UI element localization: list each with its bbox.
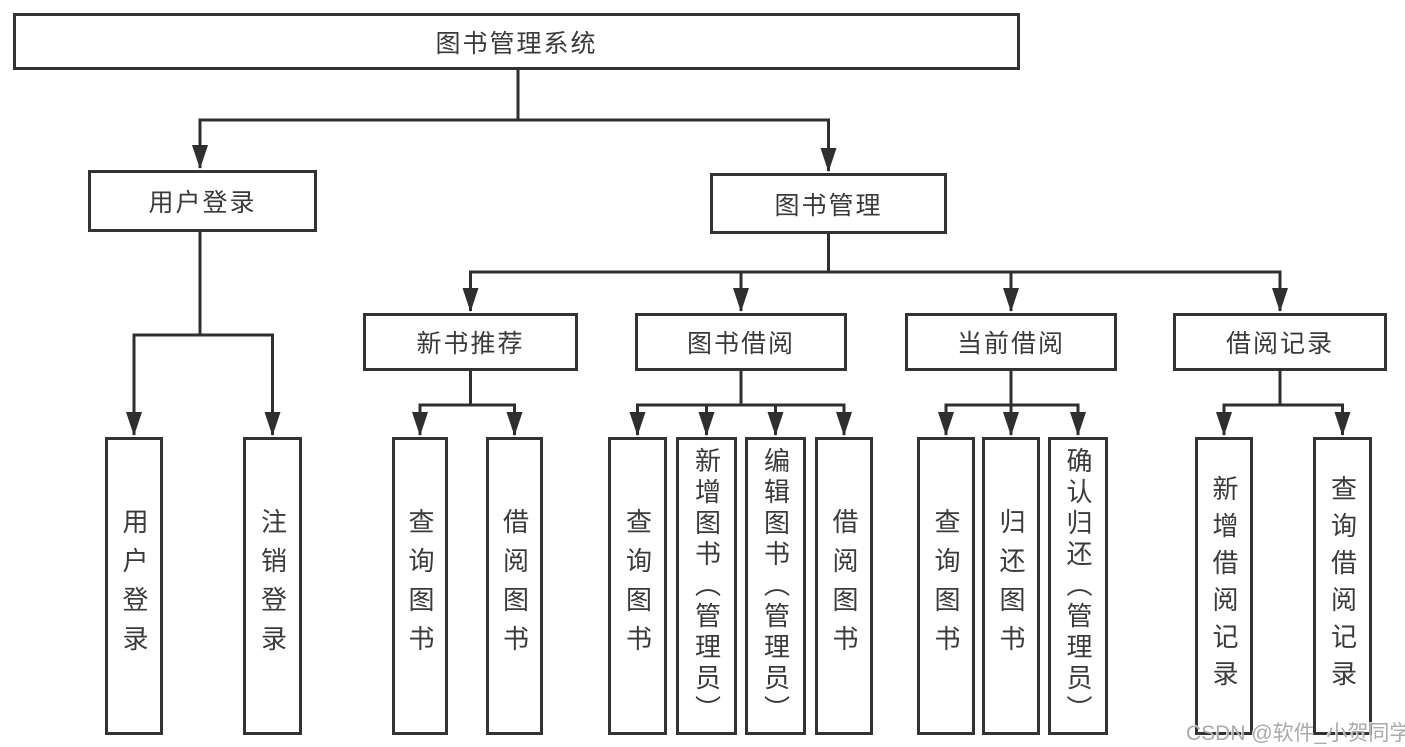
leaf-add-books-admin: 新增图书（管理员） bbox=[676, 437, 737, 735]
node-root-system: 图书管理系统 bbox=[13, 13, 1020, 70]
node-label: 借阅图书 bbox=[499, 508, 530, 664]
node-book-management: 图书管理 bbox=[710, 173, 947, 234]
leaf-return-books: 归还图书 bbox=[982, 437, 1040, 735]
leaf-recommend-query-books: 查询图书 bbox=[392, 437, 448, 735]
leaf-borrow-query-books: 查询图书 bbox=[608, 437, 667, 735]
node-label: 新增图书（管理员） bbox=[691, 446, 722, 726]
node-label: 归还图书 bbox=[996, 508, 1026, 664]
node-label: 借阅记录 bbox=[1225, 330, 1334, 358]
node-label: 新增借阅记录 bbox=[1209, 475, 1239, 697]
node-label: 编辑图书（管理员） bbox=[760, 446, 791, 726]
node-current-borrow: 当前借阅 bbox=[905, 313, 1117, 371]
node-label: 图书管理 bbox=[774, 191, 883, 220]
node-label: 查询图书 bbox=[622, 508, 653, 664]
leaf-edit-books-admin: 编辑图书（管理员） bbox=[745, 437, 806, 735]
node-label: 用户登录 bbox=[148, 189, 257, 217]
node-label: 借阅图书 bbox=[829, 508, 859, 664]
watermark: CSDN @软件_小贺同学 bbox=[1186, 722, 1405, 745]
node-new-book-recommend: 新书推荐 bbox=[363, 313, 578, 371]
leaf-logout: 注销登录 bbox=[243, 437, 302, 735]
node-label: 注销登录 bbox=[257, 508, 288, 664]
leaf-current-query-books: 查询图书 bbox=[917, 437, 975, 735]
node-label: 用户登录 bbox=[119, 508, 149, 664]
node-book-borrow: 图书借阅 bbox=[635, 313, 847, 371]
leaf-query-borrow-record: 查询借阅记录 bbox=[1313, 437, 1372, 735]
node-label: 查询借阅记录 bbox=[1327, 475, 1358, 697]
leaf-user-login: 用户登录 bbox=[105, 437, 163, 735]
node-label: 查询图书 bbox=[405, 508, 435, 664]
leaf-borrow-books: 借阅图书 bbox=[815, 437, 873, 735]
leaf-recommend-borrow-books: 借阅图书 bbox=[486, 437, 543, 735]
leaf-add-borrow-record: 新增借阅记录 bbox=[1195, 437, 1253, 735]
node-label: 当前借阅 bbox=[956, 330, 1065, 358]
leaf-confirm-return-admin: 确认归还（管理员） bbox=[1048, 437, 1108, 735]
node-label: 确认归还（管理员） bbox=[1063, 446, 1093, 726]
node-label: 图书借阅 bbox=[686, 330, 795, 358]
node-borrow-records: 借阅记录 bbox=[1173, 313, 1387, 371]
connector-arrows bbox=[126, 120, 1351, 436]
node-label: 查询图书 bbox=[931, 508, 961, 664]
node-label: 新书推荐 bbox=[416, 330, 525, 358]
node-user-login: 用户登录 bbox=[88, 170, 317, 232]
node-label: 图书管理系统 bbox=[435, 29, 598, 58]
